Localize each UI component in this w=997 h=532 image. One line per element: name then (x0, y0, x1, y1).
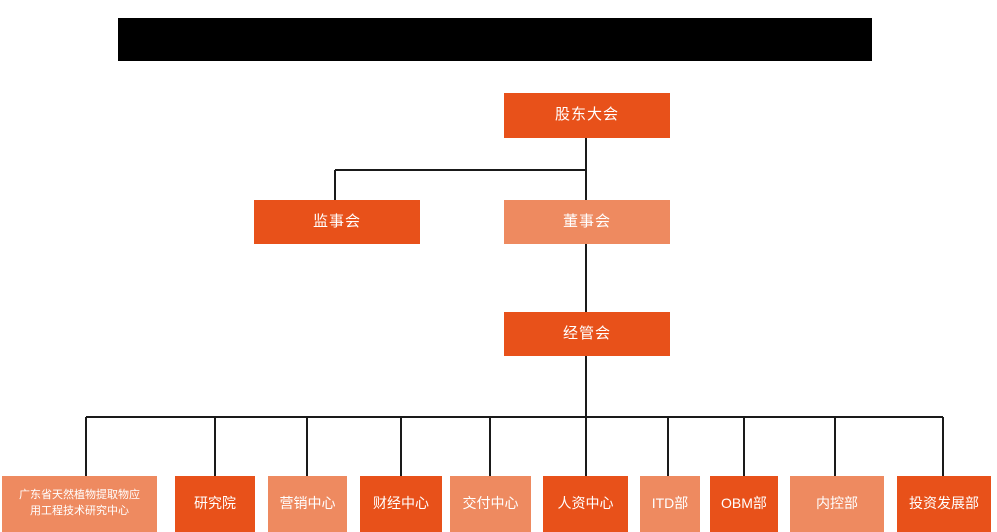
label-line-2: 用工程技术研究中心 (30, 505, 129, 517)
node-dept-internal-control[interactable]: 内控部 (790, 476, 884, 532)
node-dept-research-center-label: 广东省天然植物提取物应 用工程技术研究中心 (19, 488, 140, 520)
node-dept-marketing-center[interactable]: 营销中心 (268, 476, 347, 532)
node-management-committee[interactable]: 经管会 (504, 312, 670, 356)
redacted-title-bar (118, 18, 872, 61)
node-dept-finance-center[interactable]: 财经中心 (360, 476, 442, 532)
node-dept-obm[interactable]: OBM部 (710, 476, 778, 532)
node-board-of-directors[interactable]: 董事会 (504, 200, 670, 244)
node-dept-investment-development[interactable]: 投资发展部 (897, 476, 991, 532)
node-dept-research-center[interactable]: 广东省天然植物提取物应 用工程技术研究中心 (2, 476, 157, 532)
node-dept-hr-center[interactable]: 人资中心 (543, 476, 628, 532)
node-dept-research-institute[interactable]: 研究院 (175, 476, 255, 532)
node-dept-itd[interactable]: ITD部 (640, 476, 700, 532)
node-shareholders-meeting[interactable]: 股东大会 (504, 93, 670, 138)
label-line-1: 广东省天然植物提取物应 (19, 489, 140, 502)
node-board-of-supervisors[interactable]: 监事会 (254, 200, 420, 244)
node-dept-delivery-center[interactable]: 交付中心 (450, 476, 531, 532)
